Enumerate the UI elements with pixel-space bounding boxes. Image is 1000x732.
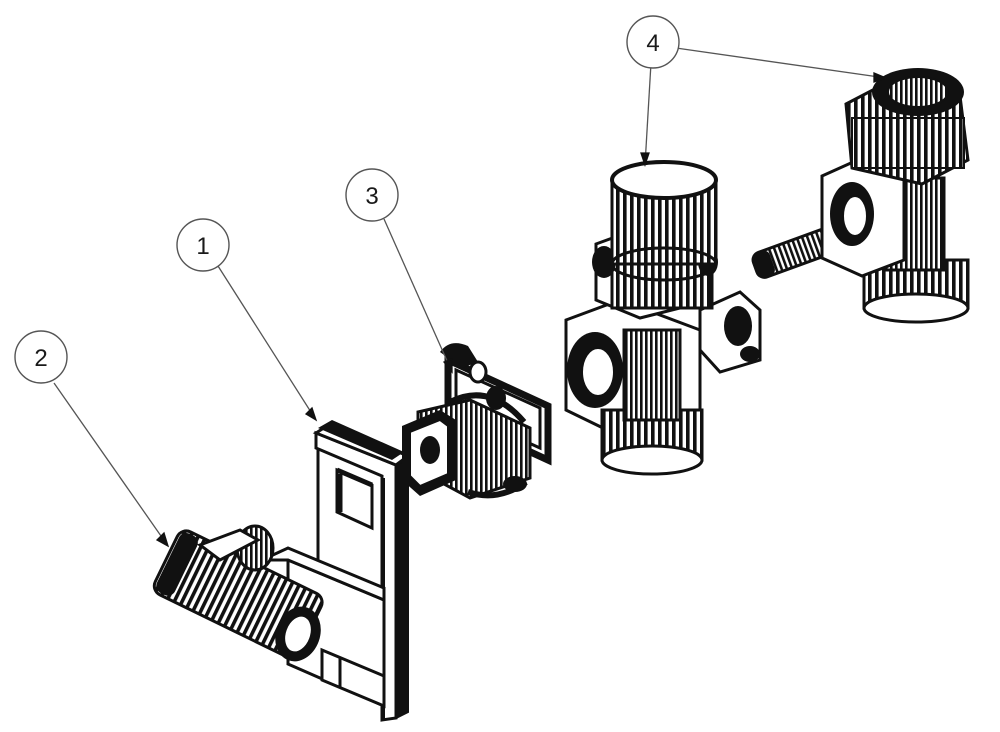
callout-circle — [626, 15, 680, 69]
leader-line-3 — [383, 218, 453, 373]
callout-label: 4 — [646, 30, 659, 57]
valve-body-left — [564, 160, 762, 476]
callout-circle — [176, 218, 230, 272]
leader-line-4b — [675, 47, 887, 79]
callout-circle — [14, 330, 68, 384]
callout-label: 2 — [34, 345, 47, 372]
leader-lines — [53, 47, 888, 548]
callout-3: 3 — [345, 168, 399, 222]
callout-circle — [345, 168, 399, 222]
leader-line-4a — [644, 62, 652, 166]
bracket-plate — [261, 420, 412, 722]
strainer-cartridge — [152, 524, 324, 662]
callout-2: 2 — [14, 330, 68, 384]
callout-label: 3 — [365, 183, 378, 210]
callout-1: 1 — [176, 218, 230, 272]
valve-body-right — [820, 68, 970, 324]
leader-line-2 — [53, 382, 169, 547]
coupling-adapter — [402, 343, 552, 500]
leader-line-1 — [217, 265, 317, 421]
callout-label: 1 — [196, 233, 209, 260]
callout-4: 4 — [626, 15, 680, 69]
